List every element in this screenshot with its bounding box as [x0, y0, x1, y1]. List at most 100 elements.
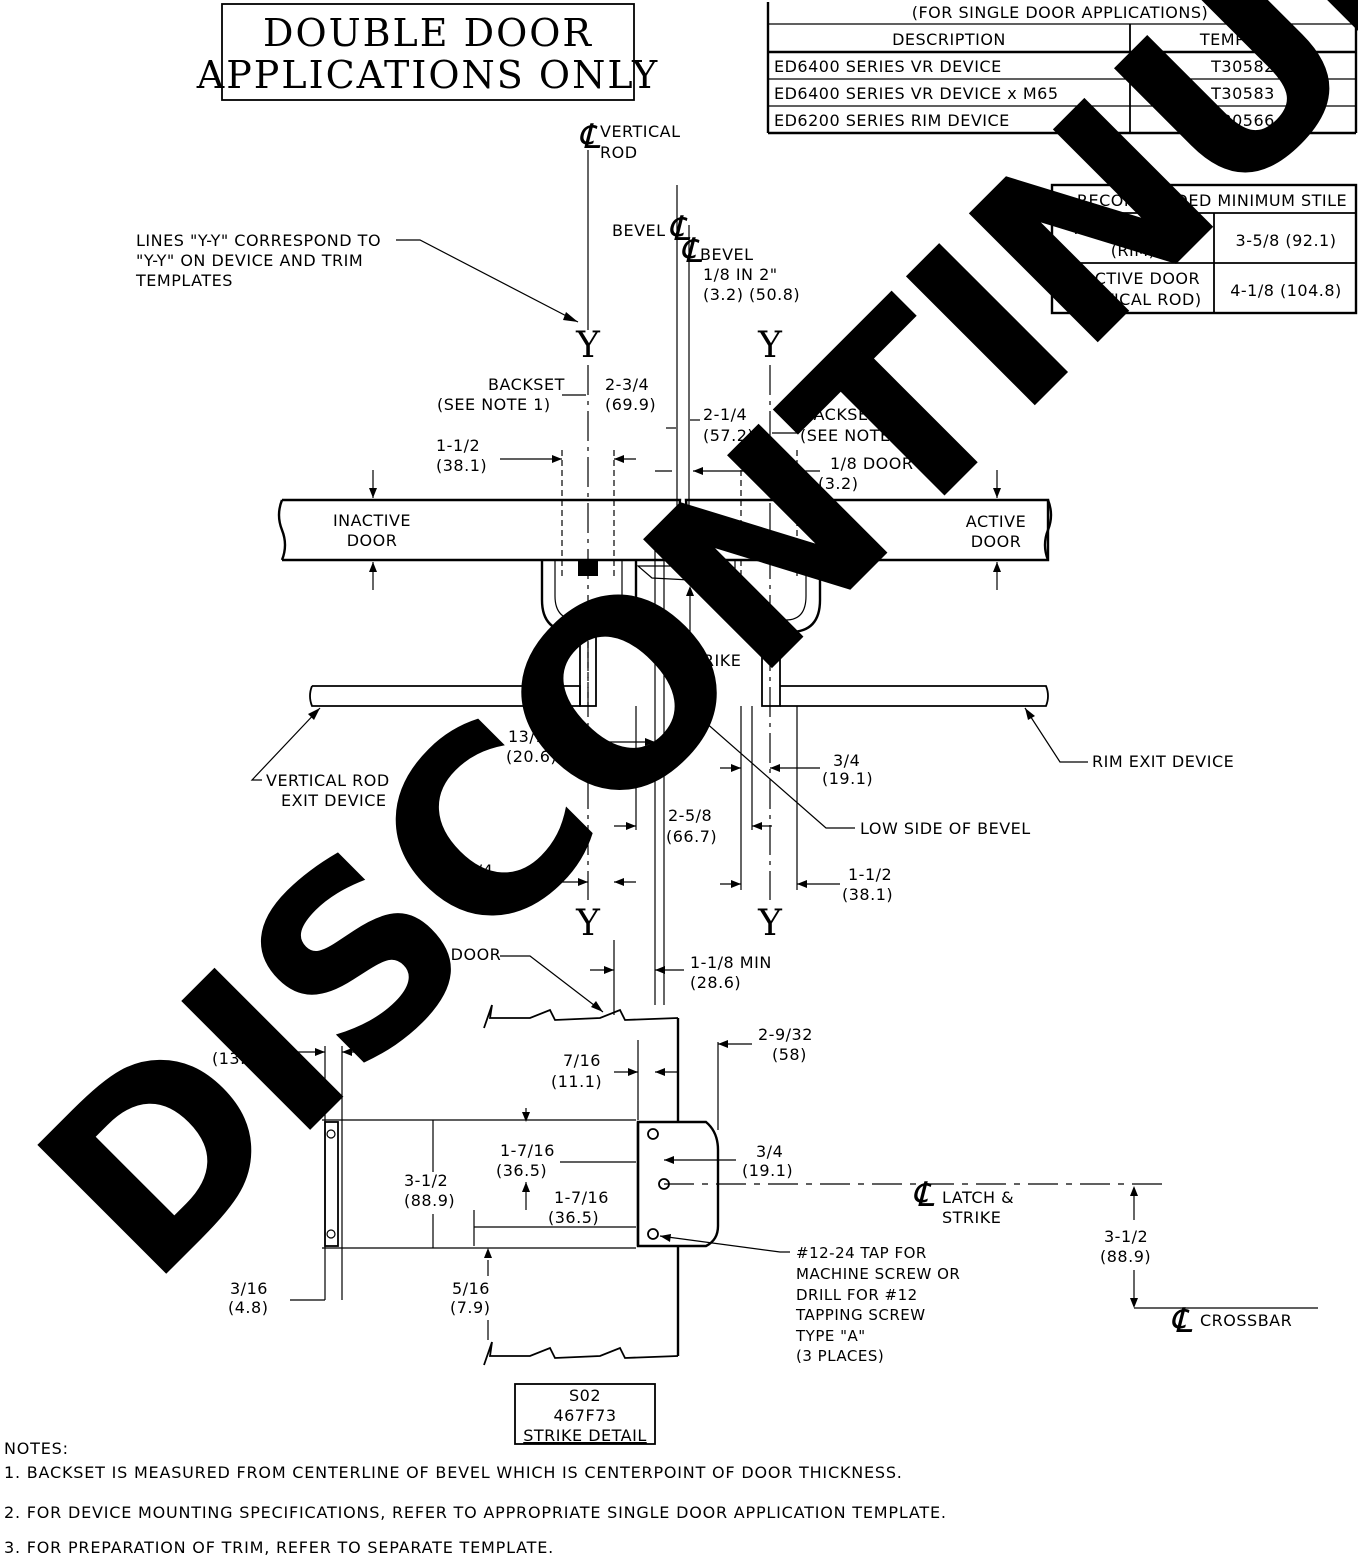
dim-label: 7/16 — [563, 1051, 601, 1070]
backset-right-2: (SEE NOTE 1) — [800, 426, 914, 445]
active-door-label-2: DOOR — [971, 532, 1022, 551]
y-mark: Y — [757, 903, 783, 944]
yy-note-line-3: TEMPLATES — [135, 271, 233, 290]
dim-label: (19.1) — [822, 769, 873, 788]
backset-left-1: BACKSET — [488, 375, 565, 394]
bevel-spec-1: 1/8 IN 2" — [703, 265, 778, 284]
dim-label: (13.5) — [212, 1049, 263, 1068]
stile-table-value: 4-1/8 (104.8) — [1230, 281, 1342, 300]
vr-exit-label-2: EXIT DEVICE — [281, 791, 387, 810]
dim-label: 2-5/8 — [668, 806, 712, 825]
template-table: (FOR SINGLE DOOR APPLICATIONS) DESCRIPTI… — [766, 2, 1358, 135]
y-mark: Y — [757, 325, 783, 366]
strike-box-line-2: 467F73 — [553, 1406, 616, 1425]
tap-note: DRILL FOR #12 — [796, 1286, 918, 1304]
vr-exit-label-1: VERTICAL ROD — [266, 771, 390, 790]
template-table-header-description: DESCRIPTION — [892, 30, 1006, 49]
dim-label: (19.1) — [742, 1161, 793, 1180]
dim-label: (38.1) — [842, 885, 893, 904]
inactive-door-lower-label: INACTIVE DOOR — [367, 945, 501, 964]
dim-label: 3-1/2 — [404, 1171, 448, 1190]
dim-label: 2-1/4 — [703, 405, 747, 424]
dim-label: 1-1/2 — [436, 436, 480, 455]
dim-label: (19.1) — [458, 881, 509, 900]
stile-table-label: (RIM) — [1111, 241, 1156, 260]
upper-dimensions: BACKSET (SEE NOTE 1) 2-3/4 (69.9) 2-1/4 … — [436, 375, 954, 580]
tap-note: (3 PLACES) — [796, 1347, 884, 1365]
stile-table-value: 3-5/8 (92.1) — [1236, 231, 1337, 250]
stile-table-label: ACTIVE DOOR — [1075, 219, 1192, 238]
dim-label: 1-1/2 — [848, 865, 892, 884]
dim-label: 1-7/16 — [554, 1188, 609, 1207]
centerline-symbol: ℄ — [578, 117, 601, 157]
dim-label: 1-1/8 MIN — [690, 953, 772, 972]
note-item: 3. FOR PREPARATION OF TRIM, REFER TO SEP… — [4, 1538, 554, 1557]
inactive-door-label-1: INACTIVE — [333, 511, 411, 530]
stile-table: RECOMMENDED MINIMUM STILE ACTIVE DOOR (R… — [1050, 183, 1358, 315]
title-line-1: DOUBLE DOOR — [263, 11, 593, 55]
vertical-rod-label-1: VERTICAL — [600, 122, 681, 141]
backset-left-2: (SEE NOTE 1) — [437, 395, 551, 414]
vertical-rod-label-2: ROD — [600, 143, 638, 162]
dim-label: (20.6) — [506, 747, 557, 766]
strike-box-line-1: S02 — [569, 1386, 601, 1405]
title-line-2: APPLICATIONS ONLY — [196, 53, 659, 97]
dim-label: (36.5) — [496, 1161, 547, 1180]
centerline-symbol: ℄ — [1170, 1301, 1193, 1341]
template-table-cell: ED6200 SERIES RIM DEVICE — [774, 111, 1010, 130]
dim-label: (66.7) — [666, 827, 717, 846]
strike-reference-box: S02 467F73 STRIKE DETAIL — [514, 1383, 656, 1445]
strike-label: STRIKE — [682, 651, 741, 670]
latch-strike-1: LATCH & — [942, 1188, 1014, 1207]
inactive-door-label-2: DOOR — [347, 531, 398, 550]
dim-label: 17/32 — [226, 1029, 275, 1048]
yy-note-line-2: "Y-Y" ON DEVICE AND TRIM — [136, 251, 363, 270]
template-table-cell: T30583 — [1210, 84, 1275, 103]
exit-devices: STRIKE VERTICAL ROD EXIT DEVICE RIM EXIT… — [250, 545, 1234, 1005]
bevel-label-right: BEVEL — [700, 245, 754, 264]
template-table-cell: T30566 — [1210, 111, 1275, 130]
yy-note-line-1: LINES "Y-Y" CORRESPOND TO — [136, 231, 381, 250]
dim-label: (57.2) — [703, 426, 754, 445]
stile-table-label: INACTIVE DOOR — [1066, 269, 1200, 288]
note-item: 2. FOR DEVICE MOUNTING SPECIFICATIONS, R… — [4, 1503, 947, 1522]
y-mark: Y — [575, 903, 601, 944]
note-item: 1. BACKSET IS MEASURED FROM CENTERLINE O… — [4, 1463, 903, 1482]
dim-label: 3-1/2 — [1104, 1227, 1148, 1246]
middle-dimensions: 13/16 (20.6) 3/4 (19.1) 2-5/8 (66.7) LOW… — [458, 699, 1031, 904]
stile-table-caption: RECOMMENDED MINIMUM STILE — [1077, 191, 1347, 210]
crossbar-label: CROSSBAR — [1200, 1311, 1292, 1330]
dim-label: 3/4 — [466, 861, 493, 880]
low-side-bevel-label: LOW SIDE OF BEVEL — [860, 819, 1031, 838]
template-table-cell: ED6400 SERIES VR DEVICE x M65 — [774, 84, 1059, 103]
dim-label: (11.1) — [551, 1072, 602, 1091]
template-table-caption: (FOR SINGLE DOOR APPLICATIONS) — [912, 3, 1209, 22]
bevel-spec-2: (3.2) (50.8) — [703, 285, 800, 304]
door-gap-1: 1/8 DOOR GAP — [830, 454, 954, 473]
dim-label: 2-3/4 — [605, 375, 649, 394]
template-table-header-template: TEMPLATE — [1199, 30, 1286, 49]
dim-label: (36.5) — [548, 1208, 599, 1227]
dim-label: 2-9/32 — [758, 1025, 813, 1044]
notes: NOTES: 1. BACKSET IS MEASURED FROM CENTE… — [4, 1439, 947, 1557]
tap-note: TAPPING SCREW — [795, 1306, 926, 1324]
dim-label: (28.6) — [690, 973, 741, 992]
latch-strike-2: STRIKE — [942, 1208, 1001, 1227]
discontinued-watermark: DISCONTINUED — [0, 0, 1358, 1332]
y-mark: Y — [575, 325, 601, 366]
dim-label: (38.1) — [436, 456, 487, 475]
dim-label: 3/16 — [230, 1279, 268, 1298]
centerline-symbol: ℄ — [912, 1175, 935, 1215]
dim-label: 5/16 — [452, 1279, 490, 1298]
tap-note: MACHINE SCREW OR — [796, 1265, 960, 1283]
notes-heading: NOTES: — [4, 1439, 69, 1458]
dim-label: 3/4 — [756, 1142, 783, 1161]
dim-label: (7.9) — [450, 1298, 490, 1317]
strike-detail: INACTIVE DOOR 1-1/8 MIN (28.6) 17/32 (13… — [212, 940, 1318, 1366]
stile-table-label: (VERTICAL ROD) — [1064, 290, 1201, 309]
tap-note: #12-24 TAP FOR — [796, 1244, 927, 1262]
strike-box-line-3: STRIKE DETAIL — [523, 1426, 647, 1445]
template-table-cell: T30582 — [1210, 57, 1275, 76]
template-table-cell: ED6400 SERIES VR DEVICE — [774, 57, 1002, 76]
